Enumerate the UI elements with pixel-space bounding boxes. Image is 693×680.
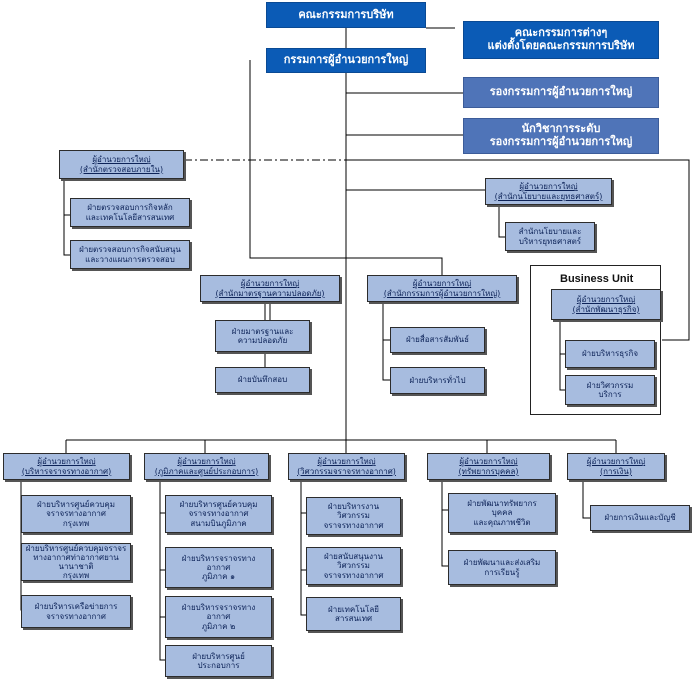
division-1-unit-2: ฝ่ายบริหารศูนย์ควบคุมจราจร ทางอากาศท่าอา… [21,543,131,581]
office-head: ผู้อำนวยการใหญ่ (สำนักกรรมการผู้อำนวยการ… [367,275,517,302]
business-dev-head: ผู้อำนวยการใหญ่ (สำนักพัฒนาธุรกิจ) [551,289,661,320]
division-2-unit-4: ฝ่ายบริหารศูนย์ ประกอบการ [165,645,272,677]
division-head-3: ผู้อำนวยการใหญ่ (วิศวกรรมจราจรทางอากาศ) [288,453,405,480]
safety-unit-1: ฝ่ายมาตรฐานและ ความปลอดภัย [215,320,310,352]
connector [441,480,448,567]
division-2-unit-1: ฝ่ายบริหารศูนย์ควบคุม จราจรทางอากาศ สนาม… [165,495,272,533]
connector [249,60,346,259]
connector [559,320,565,391]
safety-unit-2: ฝ่ายบันทึกสอบ [215,367,310,393]
policy-unit-1: สำนักนโยบายและ บริหารยุทธศาสตร์ [505,222,595,251]
policy-head: ผู้อำนวยการใหญ่ (สำนักนโยบายและยุทธศาสตร… [485,178,612,205]
division-head-1: ผู้อำนวยการใหญ่ (บริหารจราจรทางอากาศ) [3,453,130,480]
connector [582,480,590,519]
division-1-unit-1: ฝ่ายบริหารศูนย์ควบคุม จราจรทางอากาศ กรุง… [21,495,131,533]
division-3-unit-1: ฝ่ายบริหารงาน วิศวกรรม จราจรทางอากาศ [306,497,401,535]
safety-head: ผู้อำนวยการใหญ่ (สำนักมาตรฐานความปลอดภัย… [200,275,340,302]
division-3-unit-2: ฝ่ายสนับสนุนงาน วิศวกรรม จราจรทางอากาศ [306,547,401,585]
board-box: คณะกรรมการบริษัท [266,2,426,28]
connector [346,159,690,341]
business-unit-1: ฝ่ายบริหารธุรกิจ [565,340,655,368]
connector [300,480,306,616]
division-4-unit-2: ฝ่ายพัฒนาและส่งเสริม การเรียนรู้ [448,550,556,585]
division-2-unit-2: ฝ่ายบริหารจราจรทาง อากาศ ภูมิภาค ๑ [165,547,272,588]
division-5-unit-1: ฝ่ายการเงินและบัญชี [590,505,690,531]
division-3-unit-3: ฝ่ายเทคโนโลยี สารสนเทศ [306,597,401,631]
division-2-unit-3: ฝ่ายบริหารจราจรทาง อากาศ ภูมิภาค ๒ [165,596,272,638]
connector [498,205,505,238]
division-1-unit-3: ฝ่ายบริหารเครือข่ายการ จราจรทางอากาศ [21,595,131,628]
office-unit-2: ฝ่ายบริหารทั่วไป [390,367,485,394]
business-unit-2: ฝ่ายวิศวกรรม บริการ [565,375,655,405]
connector [382,302,390,381]
audit-unit-2: ฝ่ายตรวจสอบการกิจสนับสนุน และวางแผนการตร… [70,240,190,269]
vice-president-box: รองกรรมการผู้อำนวยการใหญ่ [463,77,659,108]
president-box: กรรมการผู้อำนวยการใหญ่ [266,48,426,73]
connector [159,480,165,661]
office-unit-1: ฝ่ายสื่อสารสัมพันธ์ [390,327,485,353]
business-unit-title: Business Unit [560,273,634,285]
division-head-2: ผู้อำนวยการใหญ่ (ภูมิภาคและศูนย์ประกอบกา… [144,453,269,480]
connector [63,180,70,256]
advisor-box: นักวิชาการระดับ รองกรรมการผู้อำนวยการใหญ… [463,118,659,154]
committees-box: คณะกรรมการต่างๆ แต่งตั้งโดยคณะกรรมการบริ… [463,21,659,59]
audit-head: ผู้อำนวยการใหญ่ (สำนักตรวจสอบภายใน) [59,150,184,179]
audit-unit-1: ฝ่ายตรวจสอบการกิจหลัก และเทคโนโลยีสารสนเ… [70,198,190,227]
business-unit-frame [530,265,661,415]
division-head-4: ผู้อำนวยการใหญ่ (ทรัพยากรบุคคล) [427,453,550,480]
connector [346,257,443,275]
division-head-5: ผู้อำนวยการใหญ่ (การเงิน) [567,453,665,480]
division-4-unit-1: ฝ่ายพัฒนาทรัพยากร บุคคล และคุณภาพชีวิต [448,493,556,533]
